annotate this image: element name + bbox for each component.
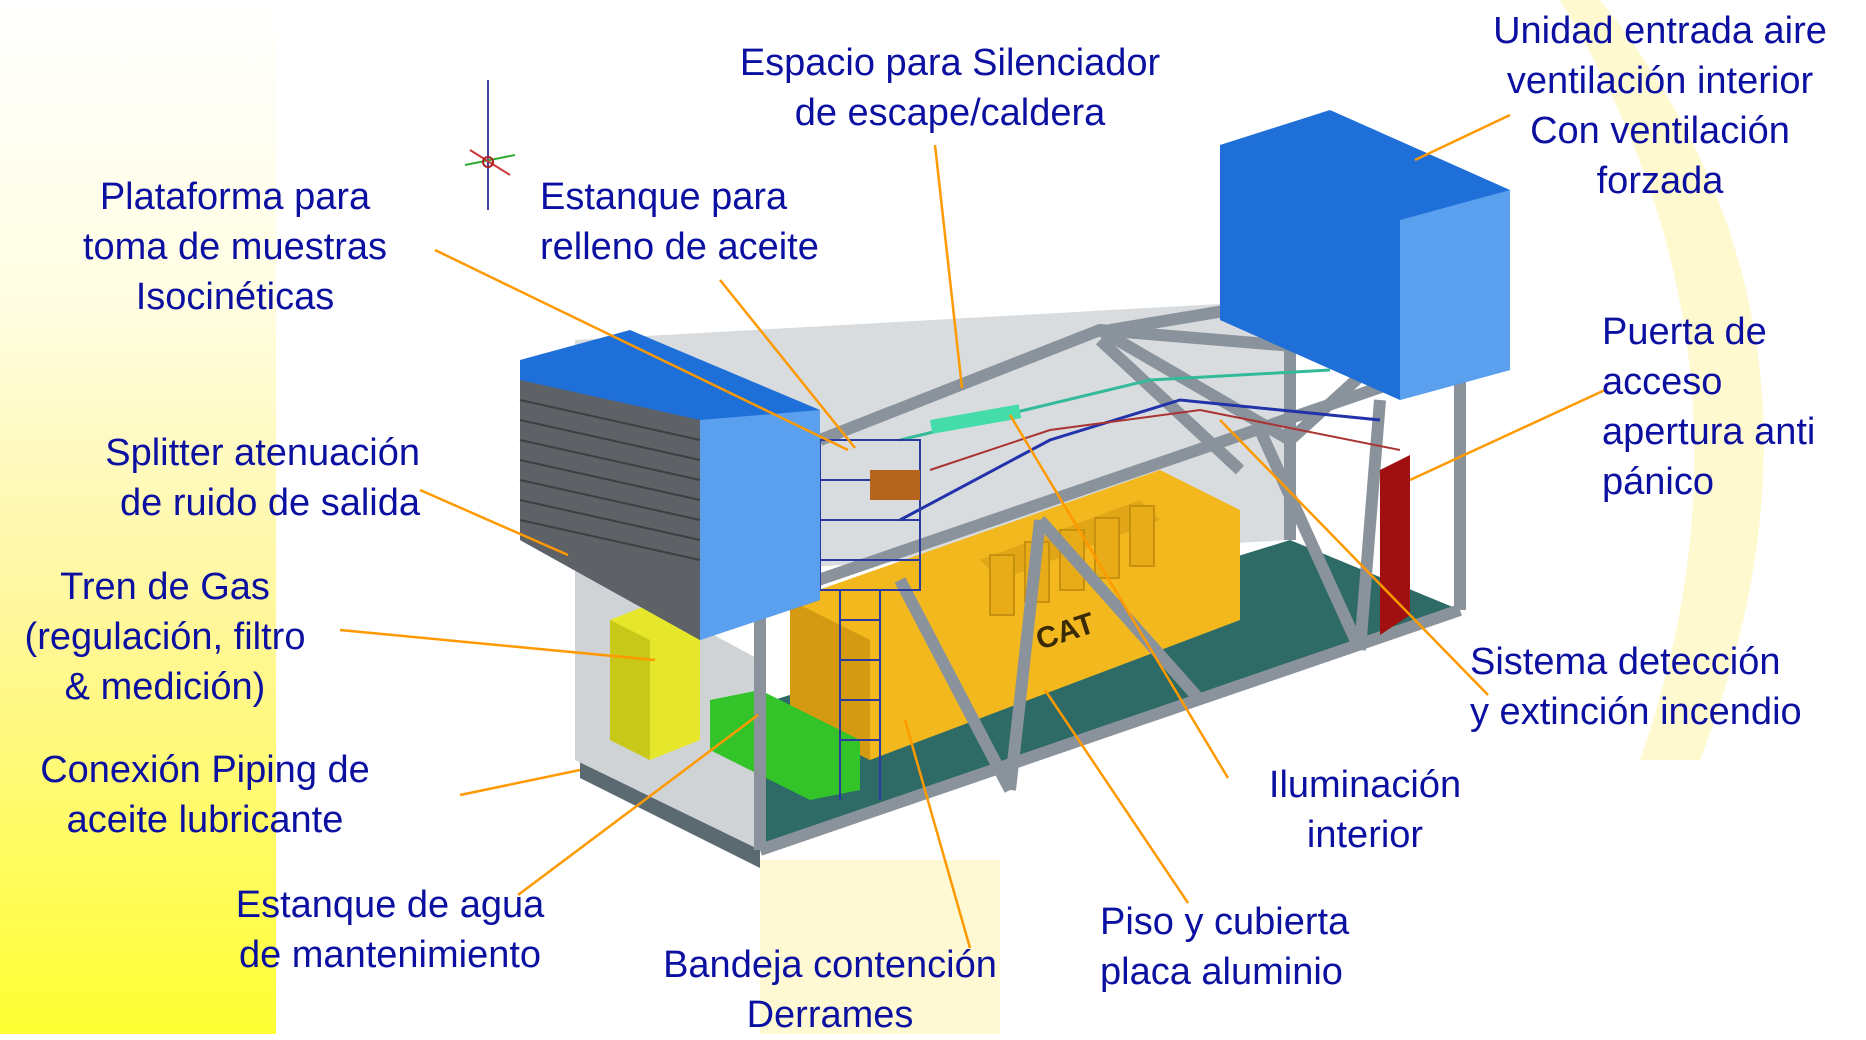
axis-gizmo-icon [464,80,516,210]
air-intake-box [1220,110,1510,400]
interior-light [929,404,1022,434]
oil-fill-tank [870,470,920,500]
water-tank [710,690,860,800]
label-tren-gas: Tren de Gas(regulación, filtro& medición… [24,566,306,708]
anti-panic-door [1380,455,1410,635]
gas-train-box [610,600,700,760]
engine: CAT [790,470,1240,760]
exhaust-splitter-box [519,330,820,640]
leader-lines [339,113,1606,949]
left-gradient-bar [0,0,276,1034]
